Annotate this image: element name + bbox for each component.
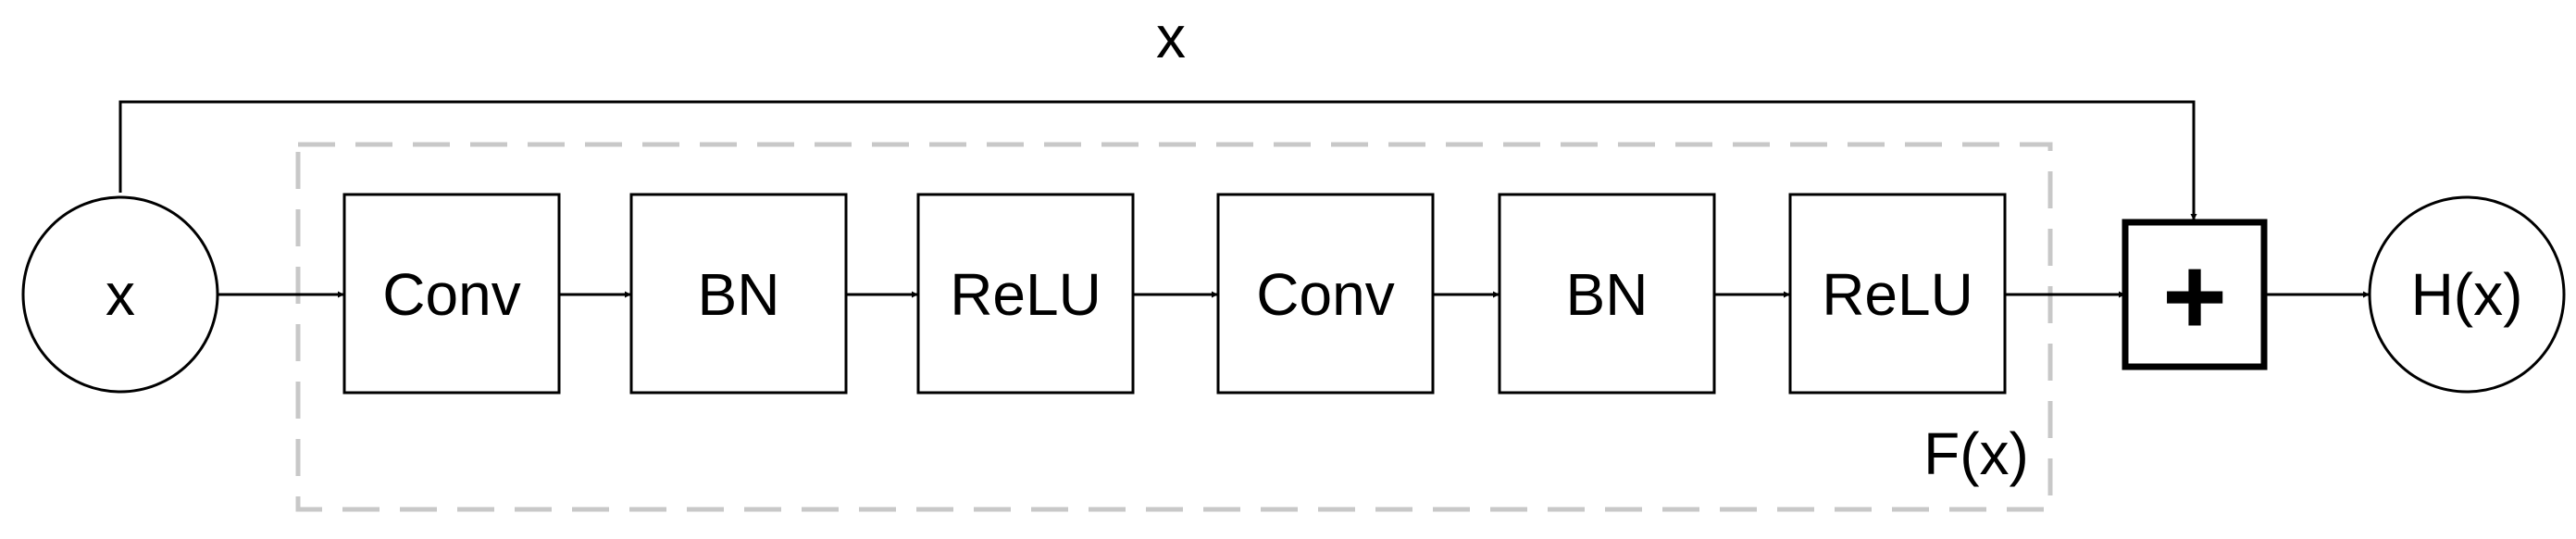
relu-block-2 [1788,193,2007,395]
relu-block-2-label: ReLU [1822,261,1973,328]
output-node [2368,195,2566,394]
conv-block-1 [342,193,561,395]
residual-function-boundary [295,142,2053,512]
plus-icon: + [2162,234,2227,358]
sum-node [2122,219,2268,370]
bn-block-1 [629,193,848,395]
skip-connection-label: x [1156,4,1186,70]
conv-block-2-label: Conv [1256,261,1394,328]
bn-block-2 [1498,193,1716,395]
conv-block-1-label: Conv [382,261,520,328]
input-node-label: x [106,261,135,328]
relu-block-1-label: ReLU [950,261,1101,328]
relu-block-1 [916,193,1135,395]
bn-block-1-label: BN [698,261,780,328]
bn-block-2-label: BN [1566,261,1649,328]
residual-function-label: F(x) [1923,420,2029,487]
skip-connection-line [118,100,2197,220]
conv-block-2 [1216,193,1435,395]
output-node-label: H(x) [2411,261,2523,328]
